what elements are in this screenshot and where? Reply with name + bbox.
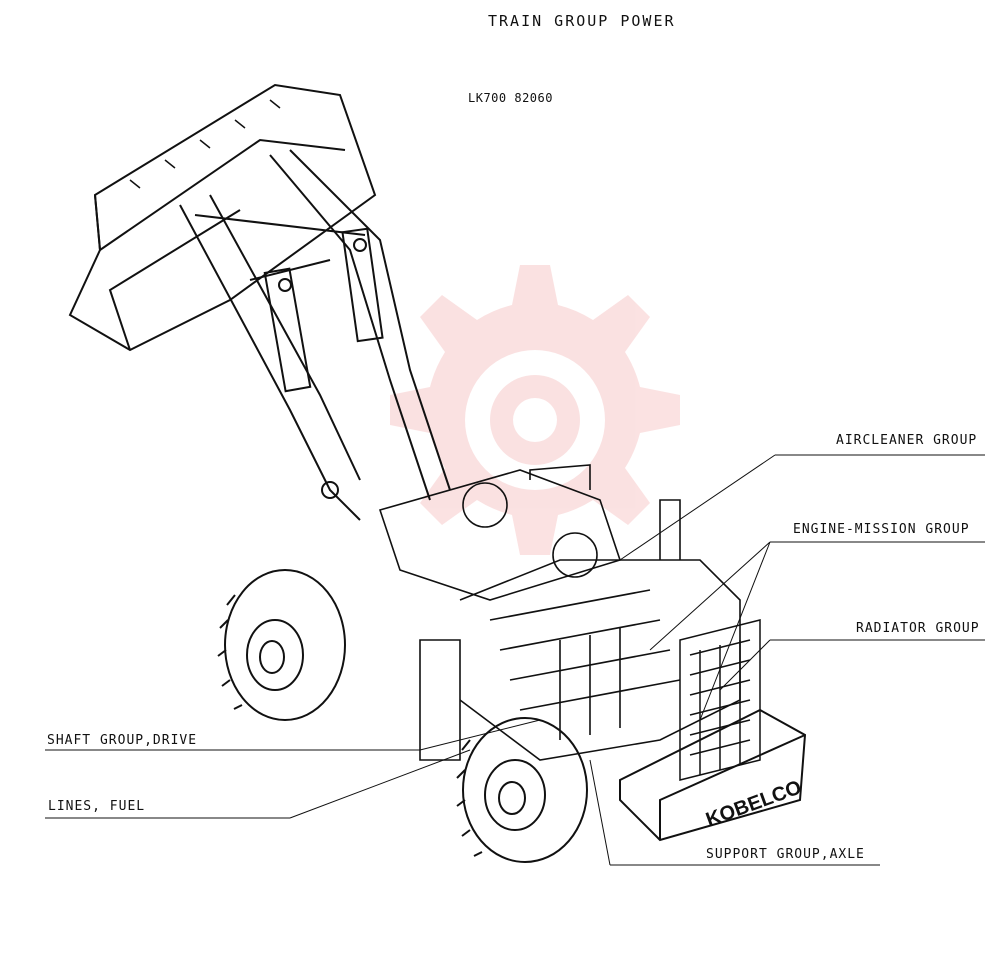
lift-arms: [179, 149, 451, 521]
callout-support-group-axle: SUPPORT GROUP,AXLE: [706, 847, 865, 862]
callout-aircleaner-group: AIRCLEANER GROUP: [836, 433, 978, 448]
callout-lines-fuel: LINES, FUEL: [48, 799, 146, 814]
radiator-grille: [679, 619, 761, 781]
right-rear-tire: [456, 717, 588, 863]
watermark-gear-icon: [390, 265, 680, 555]
left-front-tire: [217, 569, 346, 721]
callout-shaft-group-drive: SHAFT GROUP,DRIVE: [47, 733, 198, 748]
callout-engine-mission-group: ENGINE-MISSION GROUP: [793, 522, 970, 537]
model-code: LK700 82060: [468, 91, 553, 105]
callout-radiator-group: RADIATOR GROUP: [856, 621, 980, 636]
callout-leaders: [45, 454, 985, 866]
diagram-title: TRAIN GROUP POWER: [488, 12, 676, 30]
